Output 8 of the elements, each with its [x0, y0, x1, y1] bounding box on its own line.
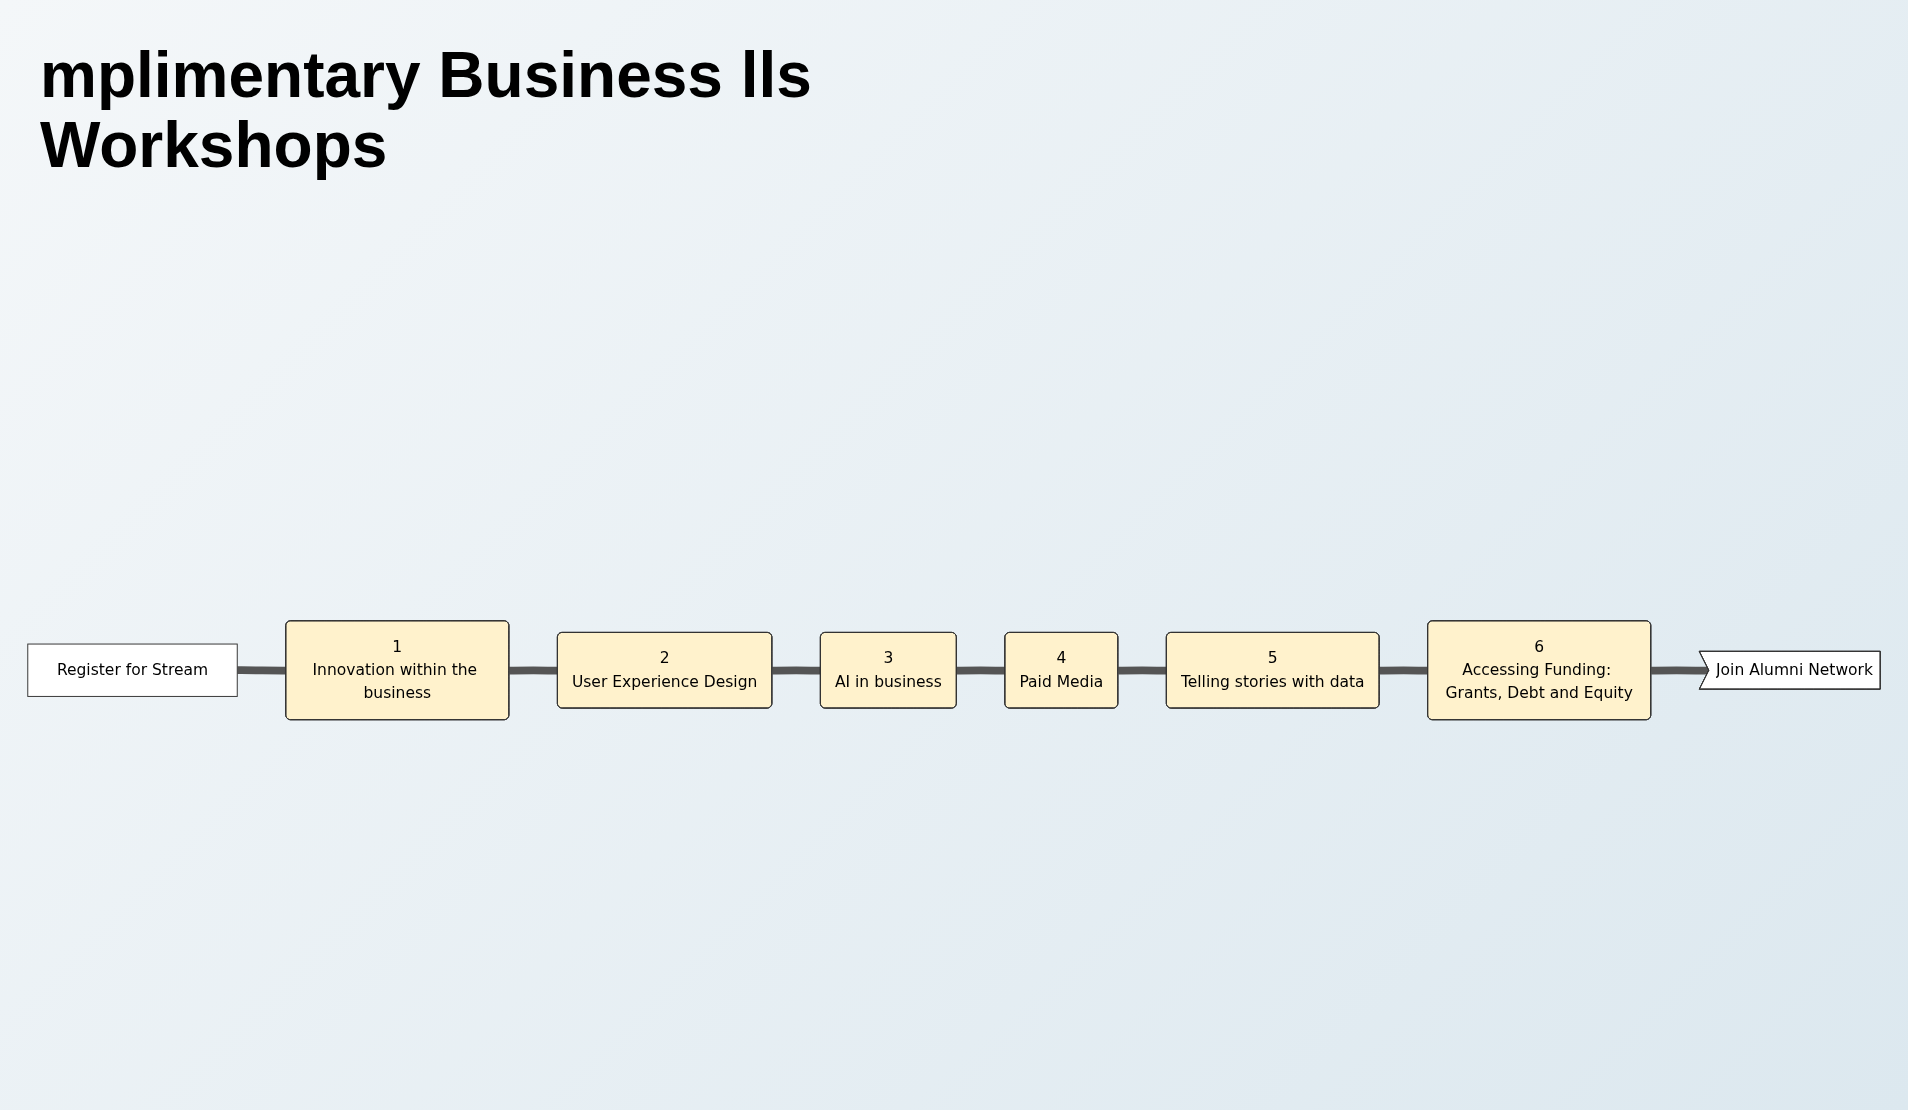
title: mplimentary Business lls Workshops [40, 40, 813, 181]
connector [1118, 666, 1167, 675]
connector [956, 666, 1006, 675]
node-box: Register for Stream [27, 643, 238, 697]
connector [772, 666, 821, 675]
connector [237, 666, 287, 675]
connector [509, 666, 558, 675]
connector [1379, 666, 1429, 675]
